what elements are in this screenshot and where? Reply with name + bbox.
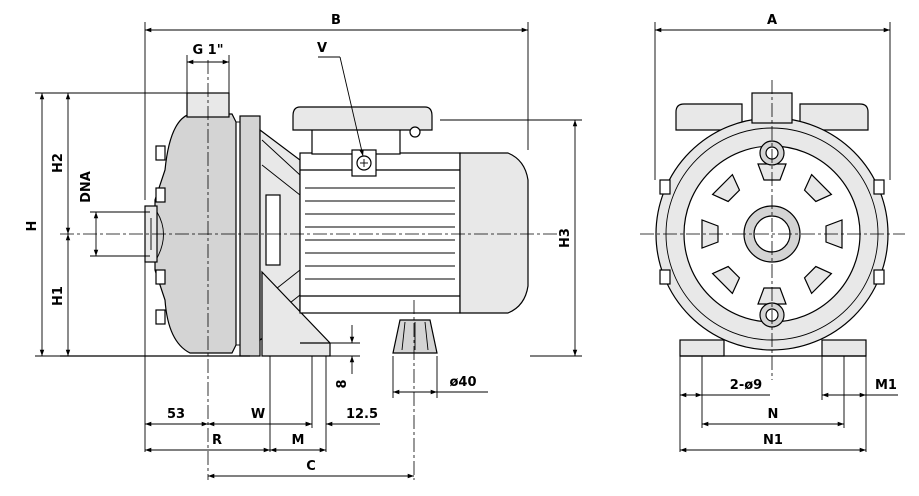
dim-label-w: W	[251, 407, 265, 422]
front-foot-left	[679, 339, 725, 357]
dim-label-m: M	[292, 433, 305, 448]
front-foot-right	[821, 339, 867, 357]
dim-label-v: V	[317, 41, 327, 56]
dim-label-h: H	[25, 221, 40, 232]
dim-label-m1: M1	[875, 378, 897, 393]
front-terminal-box	[675, 103, 743, 131]
dim-label-h2: H2	[51, 153, 66, 173]
dim-label-8: 8	[335, 379, 350, 388]
side-view	[60, 60, 560, 480]
motor-cooling-fins	[305, 187, 455, 280]
dim-label-n: N	[768, 407, 779, 422]
dim-label-b: B	[331, 13, 341, 28]
dimension-labels: B A G 1" V H H2 H1 H3 DNA 53 W 12.5 R M …	[25, 13, 897, 474]
pump-volute	[154, 113, 237, 354]
terminal-cover	[292, 106, 433, 131]
dim-label-c: C	[306, 459, 316, 474]
mounting-flange	[239, 115, 261, 357]
motor-body	[299, 152, 461, 314]
front-view	[640, 80, 905, 380]
dim-label-h1: H1	[51, 286, 66, 306]
dim-label-g: G 1"	[192, 43, 223, 58]
fan-cover	[459, 152, 529, 314]
dim-label-r: R	[212, 433, 222, 448]
dim-label-a: A	[767, 13, 777, 28]
dimension-lines	[35, 22, 898, 479]
dim-label-dia40: ø40	[449, 375, 476, 390]
dim-label-h3: H3	[558, 228, 573, 248]
dim-label-n1: N1	[763, 433, 783, 448]
dim-label-53: 53	[167, 407, 185, 422]
dim-label-holes: 2-ø9	[730, 378, 762, 393]
dim-label-12-5: 12.5	[346, 407, 378, 422]
dim-label-dna: DNA	[79, 171, 94, 203]
